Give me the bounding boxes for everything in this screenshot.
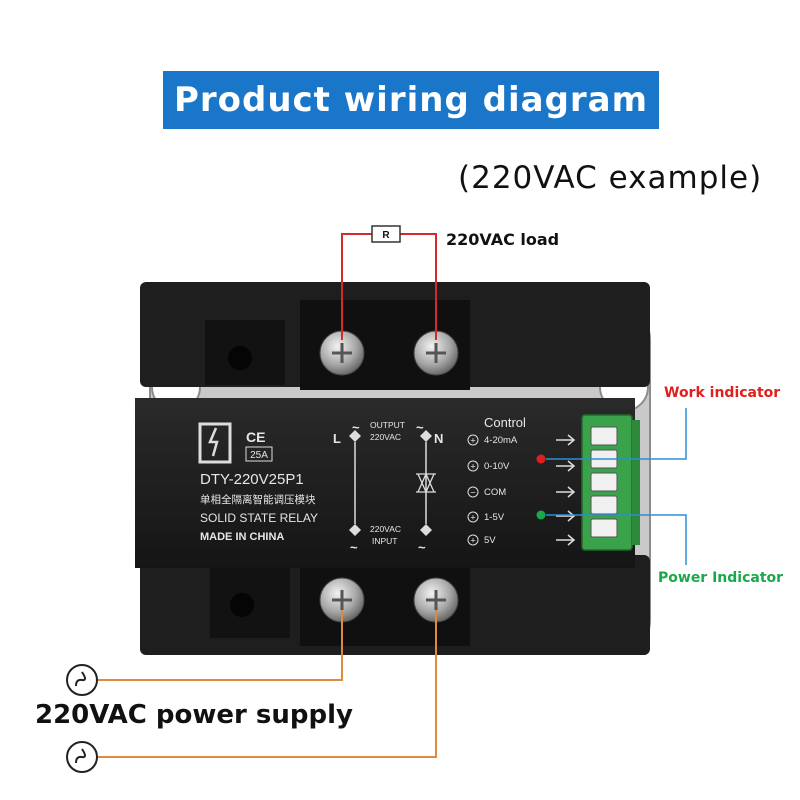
supply-wire-l bbox=[95, 610, 343, 681]
triac-symbol bbox=[416, 472, 436, 494]
terminal-l-label: L bbox=[333, 431, 341, 446]
signal-label: 5V bbox=[484, 535, 496, 546]
signal-label: 1-5V bbox=[484, 512, 505, 523]
power-indicator-label: Power Indicator bbox=[658, 570, 784, 586]
resistor-label: R bbox=[382, 230, 390, 241]
input-voltage: 220VAC bbox=[370, 524, 401, 534]
model-number: DTY-220V25P1 bbox=[200, 471, 304, 488]
work-led bbox=[536, 454, 546, 464]
load-wire-right bbox=[400, 233, 437, 340]
supply-label: 220VAC power supply bbox=[35, 700, 353, 730]
brand-logo bbox=[198, 422, 232, 464]
tilde-input-l: ~ bbox=[350, 540, 358, 555]
supply-circuit bbox=[66, 610, 437, 773]
signal-label: COM bbox=[484, 487, 506, 498]
current-rating: 25A bbox=[250, 450, 268, 461]
terminal-n-label: N bbox=[434, 431, 443, 446]
control-arrows bbox=[556, 434, 576, 546]
input-label: INPUT bbox=[372, 536, 398, 546]
origin: MADE IN CHINA bbox=[200, 531, 284, 543]
signal-symbol: + bbox=[470, 536, 475, 546]
terminal-screws bbox=[319, 330, 459, 623]
signal-label: 0-10V bbox=[484, 461, 510, 472]
control-terminal-block bbox=[581, 414, 640, 551]
relay-type: SOLID STATE RELAY bbox=[200, 511, 318, 525]
work-indicator-line bbox=[546, 408, 687, 460]
subtitle: (220VAC example) bbox=[458, 160, 763, 196]
work-indicator-label: Work indicator bbox=[664, 385, 781, 401]
ce-mark: CE bbox=[246, 429, 265, 445]
load-circuit: R bbox=[341, 225, 437, 340]
supply-wire-n bbox=[95, 610, 437, 758]
power-led bbox=[536, 510, 546, 520]
tilde-input-n: ~ bbox=[418, 540, 426, 555]
signal-symbol: − bbox=[470, 488, 475, 498]
signal-symbol: + bbox=[470, 436, 475, 446]
relay-body bbox=[135, 282, 651, 655]
relay-face-print: CE 25A DTY-220V25P1 单相全隔离智能调压模块 SOLID ST… bbox=[198, 415, 576, 555]
signal-symbol: + bbox=[470, 513, 475, 523]
load-label: 220VAC load bbox=[446, 230, 560, 249]
tilde-output-l: ~ bbox=[352, 420, 360, 435]
signal-label: 4-20mA bbox=[484, 435, 518, 446]
load-wire-left bbox=[341, 233, 372, 340]
indicator-callouts bbox=[546, 408, 687, 565]
control-signal-list: + 4-20mA + 0-10V − COM + 1-5V + 5V bbox=[467, 434, 518, 546]
chinese-name: 单相全隔离智能调压模块 bbox=[200, 493, 316, 506]
output-voltage: 220VAC bbox=[370, 432, 401, 442]
tilde-output-n: ~ bbox=[416, 420, 424, 435]
output-label: OUTPUT bbox=[370, 420, 405, 430]
title-banner: Product wiring diagram bbox=[163, 71, 659, 129]
signal-symbol: + bbox=[470, 462, 475, 472]
control-title: Control bbox=[484, 415, 526, 430]
resistor-symbol bbox=[371, 225, 401, 243]
power-indicator-line bbox=[546, 514, 687, 565]
